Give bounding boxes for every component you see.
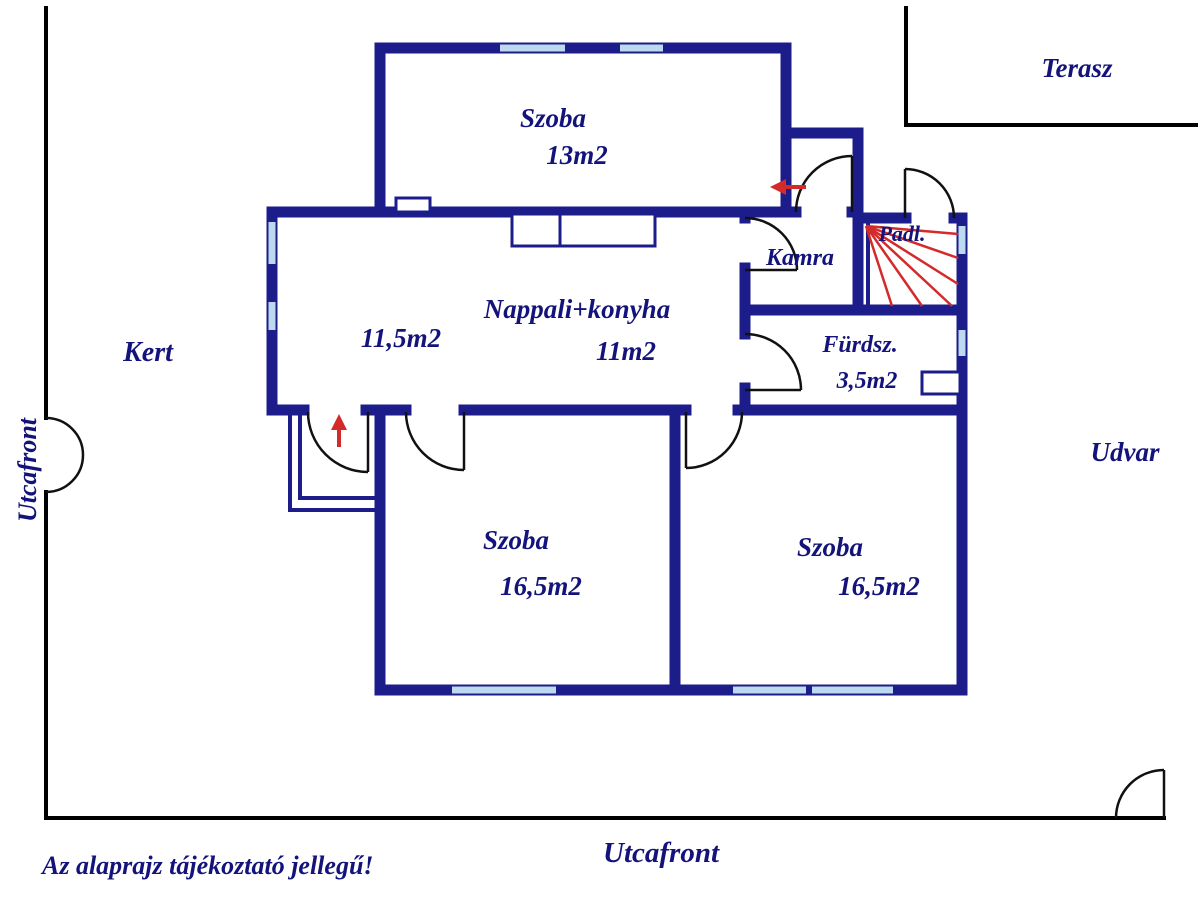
gate-arc-bottom-right [1114,768,1165,819]
door-arc-bathroom [744,332,803,391]
stair-tread-2 [865,224,959,260]
door-arc-entry [794,154,853,213]
stair-tread-4 [865,225,953,307]
stair-tread-6 [864,225,894,307]
label-nappali-area-left: 11,5m2 [361,323,441,353]
label-udvar: Udvar [1091,437,1160,467]
door-arc-terrace [904,167,956,219]
chimney [394,196,432,214]
label-kert: Kert [122,337,174,368]
label-padlas: Padl. [877,221,925,246]
label-nappali: Nappali+konyha [483,294,670,324]
label-szoba-bl: Szoba [483,525,549,555]
label-utcafront-left: Utcafront [13,417,42,522]
label-disclaimer-note: Az alaprajz tájékoztató jellegű! [40,851,374,880]
label-terasz: Terasz [1041,53,1113,83]
label-nappali-area: 11m2 [596,336,656,366]
gate-arc-left [45,416,85,494]
label-szoba-top-area: 13m2 [546,140,608,170]
label-kamra: Kamra [765,245,834,271]
entry-arrow-icon [770,179,786,195]
stair-tread-5 [864,225,924,307]
label-utcafront-bottom: Utcafront [603,837,720,869]
door-arc-room-bl [404,411,465,472]
label-szoba-bl-area: 16,5m2 [500,571,582,601]
label-szoba-br-area: 16,5m2 [838,571,920,601]
label-szoba-top: Szoba [520,103,586,133]
porch-outline-inner [298,412,378,500]
stair-tread-3 [865,224,959,286]
door-arc-garden [306,411,369,474]
label-furdoszoba-area: 3,5m2 [836,368,898,394]
porch-outline-outer [288,412,378,512]
kitchen-counter [510,212,657,248]
bathroom-sink [920,370,962,396]
stair-tread-1 [865,224,959,236]
door-arc-room-br [685,411,744,470]
label-szoba-br: Szoba [797,532,863,562]
garden-arrow-icon [331,414,347,430]
label-furdoszoba: Fürdsz. [821,332,897,358]
door-arc-kamra [744,216,799,271]
